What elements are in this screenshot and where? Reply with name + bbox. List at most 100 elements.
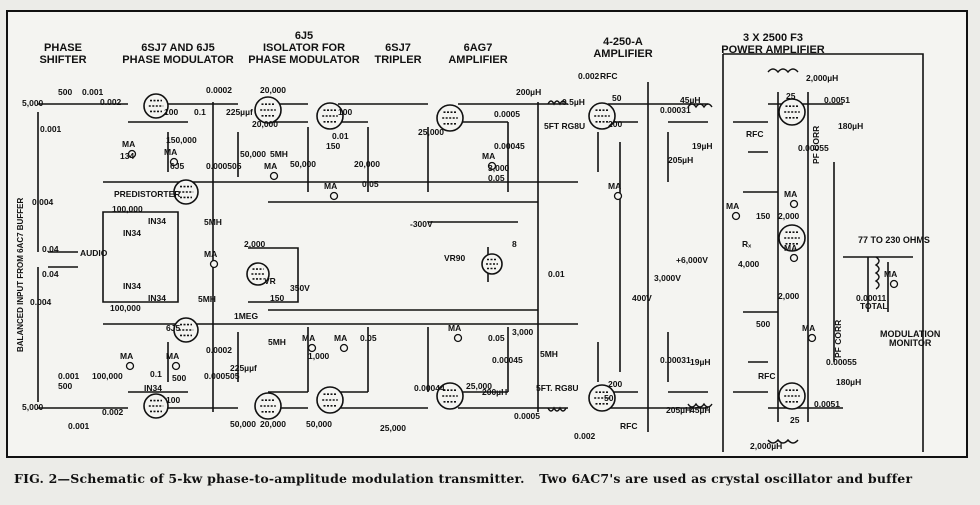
meter-label: MA <box>726 201 740 211</box>
component-value-c04b: 0.04 <box>42 269 59 279</box>
meter-terminal <box>487 161 497 171</box>
component-value-l205a: 205µH <box>668 155 694 165</box>
component-value-r50a: 50 <box>612 93 622 103</box>
component-value-c2000uh1: 2,000µH <box>806 73 839 83</box>
meter-label: MA <box>482 151 496 161</box>
component-value-r5mh4: 5MH <box>268 337 286 347</box>
meter-label: MA <box>302 333 316 343</box>
component-value-c005d: 0.05 <box>488 333 505 343</box>
component-value-c00005b: 0.0005 <box>514 411 540 421</box>
meter-terminal <box>807 333 817 343</box>
component-value-in34e: IN34 <box>123 281 141 291</box>
schematic-wiring <box>37 53 924 452</box>
meter-terminal <box>889 279 899 289</box>
vacuum-tube-symbol <box>481 253 503 275</box>
component-value-rfc3: RFC <box>746 129 764 139</box>
meter-label: MA <box>204 249 218 259</box>
component-value-c000055a: 0.00055 <box>798 143 829 153</box>
meter-terminal <box>329 191 339 201</box>
component-value-r150b: 150 <box>326 141 341 151</box>
component-value-r100a: 100 <box>164 107 179 117</box>
component-value-rfc2: RFC <box>620 421 638 431</box>
meter-label: MA <box>166 351 180 361</box>
component-value-r25b: 25 <box>790 415 800 425</box>
component-value-r5000b: 5,000 <box>22 402 44 412</box>
vacuum-tube-grid <box>260 103 276 117</box>
vacuum-tube-grid <box>178 323 194 337</box>
component-value-r150a: 150 <box>270 293 285 303</box>
component-value-in34c: IN34 <box>144 383 162 393</box>
component-value-r50000c: 50,000 <box>230 419 256 429</box>
component-value-tube6j5b: 6J5 <box>166 323 181 333</box>
bias-line <box>428 221 518 282</box>
component-value-c002b: 0.002 <box>574 431 596 441</box>
component-value-r5mh5: 5MH <box>540 349 558 359</box>
component-value-c2000uh2: 2,000µH <box>750 441 783 451</box>
component-value-c000055b: 0.00055 <box>826 357 857 367</box>
meter-label: MA <box>802 323 816 333</box>
component-value-coax1: 5FT RG8U <box>544 121 586 131</box>
vacuum-tube-grid <box>260 399 276 413</box>
component-value-r25000b: 25,000 <box>380 423 406 433</box>
vacuum-tube-grid <box>594 109 610 123</box>
component-value-r200uh1: 200µH <box>516 87 542 97</box>
vacuum-tube-grid <box>486 258 498 270</box>
caption-rest-text: Two 6AC7's are used as crystal oscillato… <box>539 471 913 486</box>
component-value-c005b: 0.05 <box>488 173 505 183</box>
component-value-r3000b: 3,000 <box>512 327 534 337</box>
vacuum-tube-grid <box>322 109 338 123</box>
component-value-v400: 400V <box>632 293 652 303</box>
component-value-c00050b: 0.000505 <box>204 371 240 381</box>
vacuum-tube-grid <box>594 391 610 405</box>
component-value-c005a: 0.05 <box>362 179 379 189</box>
meter-label: MA <box>334 333 348 343</box>
component-value-v6000: +6,000V <box>676 255 708 265</box>
meter-terminal <box>169 157 179 167</box>
pf-corr-bottom-label: PF CORR <box>833 319 843 358</box>
component-value-r100k3: 100,000 <box>92 371 123 381</box>
component-value-c001c: 0.001 <box>58 371 80 381</box>
component-value-c00045a: 0.00045 <box>494 141 525 151</box>
component-value-c00005a: 0.0005 <box>494 109 520 119</box>
component-value-r25000a: 25,000 <box>418 127 444 137</box>
component-value-r500b: 500 <box>58 381 73 391</box>
meter-label: MA <box>784 243 798 253</box>
component-value-c002b: 0.002 <box>102 407 124 417</box>
component-value-r150k: 150,000 <box>166 135 197 145</box>
component-value-r1000: 1,000 <box>308 351 330 361</box>
output-line <box>843 256 913 312</box>
vacuum-tube-grid <box>442 111 458 125</box>
coil-pa-top <box>767 68 799 74</box>
component-value-l45a: 45µH <box>680 95 701 105</box>
component-value-v350: 350V <box>290 283 310 293</box>
component-value-c00050a: 0.000505 <box>206 161 242 171</box>
figure-caption: FIG. 2—Schematic of 5-kw phase-to-amplit… <box>14 471 974 486</box>
component-value-r5mh1: 5MH <box>204 217 222 227</box>
component-value-r50000d: 50,000 <box>306 419 332 429</box>
vacuum-tube-grid <box>784 389 800 403</box>
component-value-c0002a: 0.0002 <box>206 85 232 95</box>
audio-label: AUDIO <box>80 248 108 258</box>
vacuum-tube-grid <box>148 99 164 113</box>
misc-wires-4 <box>307 122 509 392</box>
component-value-c05uh: 0.5µH <box>562 97 585 107</box>
component-value-in34b: IN34 <box>148 293 166 303</box>
meter-label: MA <box>120 351 134 361</box>
component-value-v300: -300V <box>410 219 433 229</box>
predistorter-label: PREDISTORTER <box>114 189 181 199</box>
misc-wires-3 <box>733 121 778 393</box>
component-value-c00044: 0.00044 <box>414 383 445 393</box>
component-value-r2000b: 2,000 <box>778 291 800 301</box>
component-value-c002a: 0.002 <box>578 71 600 81</box>
meter-terminal <box>339 343 349 353</box>
coil-pa-bottom <box>767 438 799 444</box>
component-value-c00045b: 0.00045 <box>492 355 523 365</box>
component-value-r5mh3: 5MH <box>270 149 288 159</box>
meter-label: MA <box>608 181 622 191</box>
